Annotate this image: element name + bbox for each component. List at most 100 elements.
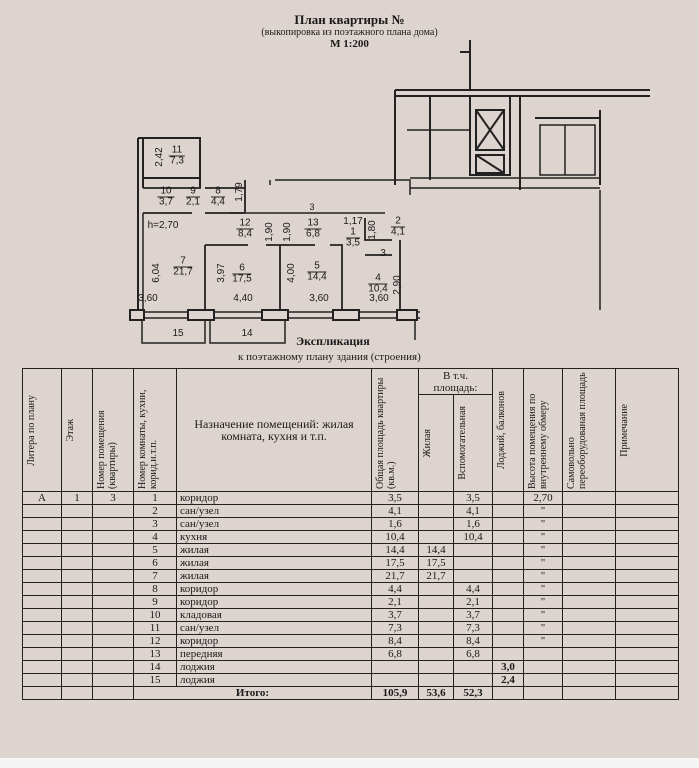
cell-height: " [523, 595, 563, 609]
explication-title: Экспликация [296, 334, 370, 348]
cell-unauthorized [562, 660, 616, 674]
cell-unauthorized [562, 491, 616, 505]
cell-loggia [492, 582, 524, 596]
cell-apartment [92, 660, 134, 674]
ceiling-height-label: h=2,70 [147, 220, 179, 231]
cell-loggia [492, 504, 524, 518]
cell-height: 2,70 [523, 491, 563, 505]
dimension-label: 4,00 [286, 263, 297, 283]
cell-loggia [492, 543, 524, 557]
cell-purpose: коридор [176, 582, 372, 596]
cell-total: 17,5 [371, 556, 419, 570]
total-living: 53,6 [418, 686, 454, 700]
cell-aux: 7,3 [453, 621, 493, 635]
cell-aux [453, 673, 493, 687]
balcony-15-label: 15 [172, 328, 184, 339]
cell-unauthorized [562, 595, 616, 609]
cell-height: " [523, 543, 563, 557]
header-text: Лоджий, балконов [496, 391, 507, 469]
cell-room-number: 6 [133, 556, 177, 570]
room-area: 3,7 [159, 196, 173, 208]
room-area: 4,4 [211, 196, 225, 208]
col-total: Общая площадь квартиры (кв.м.) [371, 368, 419, 492]
col-room-number: Номер комнаты, кухни, корид.и.т.п. [133, 368, 177, 492]
cell-unauthorized [562, 673, 616, 687]
cell-note [615, 686, 679, 700]
cell-aux: 2,1 [453, 595, 493, 609]
cell-total: 2,1 [371, 595, 419, 609]
cell-total [371, 660, 419, 674]
cell-apartment [92, 634, 134, 648]
room-area: 14,4 [307, 271, 327, 283]
cell-room-number: 12 [133, 634, 177, 648]
room-number: 10 [157, 186, 175, 198]
explication-table: Литера по плану Этаж Номер помещения (кв… [22, 367, 679, 700]
cell-living: 14,4 [418, 543, 454, 557]
cell-litera [22, 673, 62, 687]
cell-room-number: 5 [133, 543, 177, 557]
cell-height [523, 673, 563, 687]
cell-apartment [92, 530, 134, 544]
room-number: 6 [232, 263, 252, 275]
cell-purpose: передняя [176, 647, 372, 661]
cell-living [418, 647, 454, 661]
cell-room-number: 10 [133, 608, 177, 622]
cell-aux: 6,8 [453, 647, 493, 661]
cell-note [615, 530, 679, 544]
header-text: Общая площадь квартиры (кв.м.) [375, 377, 397, 489]
col-floor: Этаж [61, 368, 93, 492]
cell-litera [22, 517, 62, 531]
cell-loggia [492, 595, 524, 609]
cell-apartment [92, 621, 134, 635]
cell-room-number: 11 [133, 621, 177, 635]
dimension-label: 1,79 [234, 182, 245, 202]
cell-total: 4,4 [371, 582, 419, 596]
cell-purpose: сан/узел [176, 621, 372, 635]
cell-floor [61, 595, 93, 609]
header-text: Самовольно переоборудованая площадь [566, 372, 588, 489]
cell-litera [22, 530, 62, 544]
plan-title: План квартиры № [294, 12, 405, 27]
background-surface [0, 758, 699, 768]
cell-height: " [523, 582, 563, 596]
cell-note [615, 634, 679, 648]
cell-unauthorized [562, 608, 616, 622]
header-text: Номер комнаты, кухни, корид.и.т.п. [137, 389, 159, 489]
cell-living [418, 504, 454, 518]
dimension-label: 3,60 [369, 293, 389, 304]
cell-loggia: 2,4 [492, 673, 524, 687]
col-living: Жилая [418, 394, 454, 492]
cell-unauthorized [562, 504, 616, 518]
cell-height: " [523, 556, 563, 570]
cell-apartment [92, 647, 134, 661]
cell-loggia [492, 621, 524, 635]
floor-plan-drawing [129, 40, 650, 344]
cell-height: " [523, 634, 563, 648]
cell-unauthorized [562, 556, 616, 570]
cell-floor [61, 530, 93, 544]
cell-floor [61, 569, 93, 583]
cell-living [418, 608, 454, 622]
cell-height: " [523, 517, 563, 531]
room-3-label: 3 [380, 248, 386, 259]
cell-aux: 4,1 [453, 504, 493, 518]
dimension-label: 1,90 [264, 222, 275, 242]
cell-unauthorized [562, 582, 616, 596]
cell-room-number: 3 [133, 517, 177, 531]
cell-note [615, 660, 679, 674]
cell-apartment [92, 569, 134, 583]
totals-label: Итого: [133, 686, 372, 700]
dimension-label: 2,90 [392, 275, 403, 295]
room-area: 2,1 [186, 196, 200, 208]
col-unauthorized: Самовольно переоборудованая площадь [562, 368, 616, 492]
cell-aux: 1,6 [453, 517, 493, 531]
cell-living [418, 660, 454, 674]
cell-apartment: 3 [92, 491, 134, 505]
cell-apartment [92, 595, 134, 609]
